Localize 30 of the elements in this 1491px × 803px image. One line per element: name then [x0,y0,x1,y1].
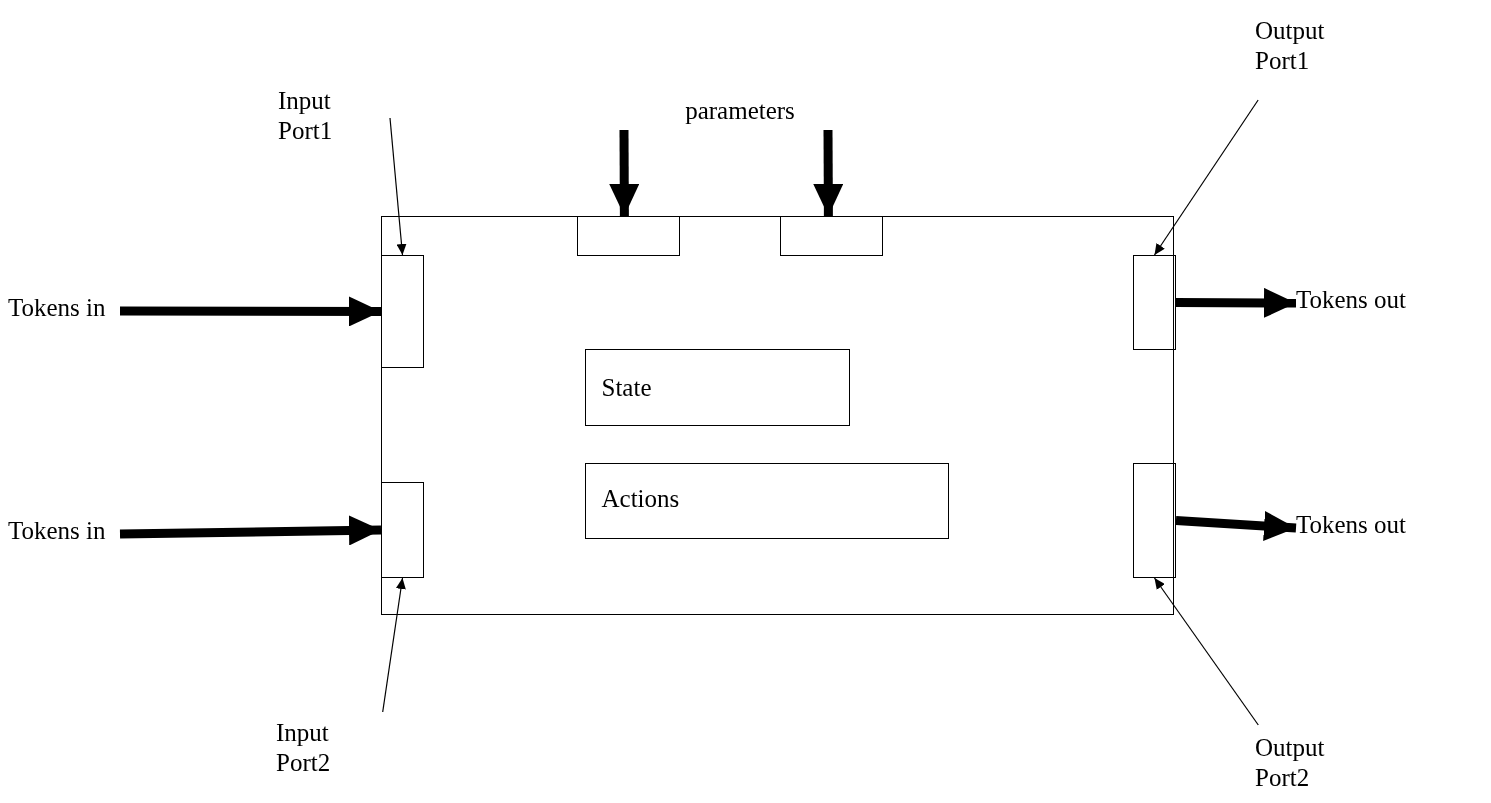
leader-line [1153,577,1259,726]
leader-line [389,117,407,256]
component-box [584,462,949,539]
port-box [779,215,883,256]
port-box [576,215,680,256]
text-label: Tokens in [8,293,107,323]
text-label: Input Port2 [276,718,332,778]
port-box [1132,254,1176,350]
arrow [119,515,382,546]
port-box [1132,462,1176,578]
port-box [380,481,424,578]
text-label: Input Port1 [278,86,334,146]
leader-line [1153,99,1259,256]
text-label: Tokens out [1296,510,1408,540]
arrow [1176,287,1296,318]
text-label: Tokens in [8,516,107,546]
text-label: Output Port1 [1255,16,1326,76]
component-box [584,348,850,426]
box-label: Actions [601,483,681,514]
actor-box [381,216,1174,615]
leader-line [382,577,406,713]
arrow [120,296,381,327]
text-label: parameters [684,96,796,126]
arrow [813,130,844,216]
box-label: State [601,372,653,403]
arrow [1175,511,1297,541]
text-label: Output Port2 [1255,733,1326,793]
text-label: Tokens out [1296,285,1408,315]
port-box [380,254,424,368]
arrow [609,130,640,216]
